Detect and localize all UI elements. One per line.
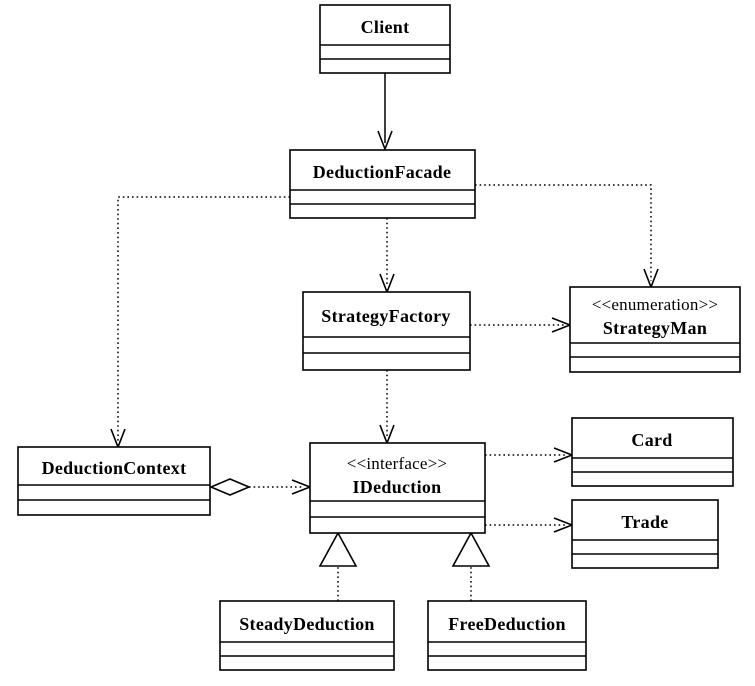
class-name-client: Client — [361, 17, 410, 37]
edge-deduction-facade-to-strategy-man — [475, 184, 659, 290]
class-name-deduction-facade: DeductionFacade — [313, 162, 452, 182]
edge-client-to-deduction-facade — [377, 73, 393, 152]
class-box-free-deduction[interactable]: FreeDeduction — [427, 600, 587, 671]
class-box-steady-deduction[interactable]: SteadyDeduction — [219, 600, 395, 671]
aggregation-diamond-icon — [208, 478, 252, 496]
edge-ideduction-to-trade — [485, 517, 575, 533]
class-box-card[interactable]: Card — [571, 417, 734, 487]
class-name-free-deduction: FreeDeduction — [448, 614, 566, 634]
edge-deduction-facade-to-deduction-context — [110, 196, 290, 450]
class-name-trade: Trade — [621, 512, 668, 532]
class-stereotype-ideduction: <<interface>> — [347, 454, 447, 473]
class-box-deduction-facade[interactable]: DeductionFacade — [289, 149, 476, 219]
edge-steady-deduction-realizes-ideduction — [318, 531, 358, 601]
class-name-strategy-man: StrategyMan — [603, 318, 707, 338]
realization-triangle-icon — [318, 531, 358, 567]
edge-strategy-factory-to-strategy-man — [470, 317, 573, 333]
class-name-steady-deduction: SteadyDeduction — [239, 614, 375, 634]
class-box-trade[interactable]: Trade — [571, 499, 719, 569]
edge-strategy-factory-to-ideduction — [379, 370, 395, 446]
edge-ideduction-to-card — [485, 447, 575, 463]
class-name-strategy-factory: StrategyFactory — [321, 306, 450, 326]
realization-triangle-icon — [451, 531, 491, 567]
class-name-ideduction: IDeduction — [352, 477, 441, 497]
edge-deduction-context-aggregates-ideduction — [208, 478, 313, 496]
class-name-card: Card — [631, 430, 672, 450]
class-box-ideduction[interactable]: <<interface>> IDeduction — [309, 442, 486, 534]
class-box-deduction-context[interactable]: DeductionContext — [17, 446, 211, 516]
class-box-strategy-factory[interactable]: StrategyFactory — [302, 291, 471, 371]
edge-deduction-facade-to-strategy-factory — [379, 218, 395, 295]
class-box-client[interactable]: Client — [319, 4, 451, 74]
class-name-deduction-context: DeductionContext — [42, 458, 187, 478]
class-box-strategy-man[interactable]: <<enumeration>> StrategyMan — [569, 286, 741, 373]
edge-free-deduction-realizes-ideduction — [451, 531, 491, 601]
class-stereotype-strategy-man: <<enumeration>> — [592, 295, 718, 314]
